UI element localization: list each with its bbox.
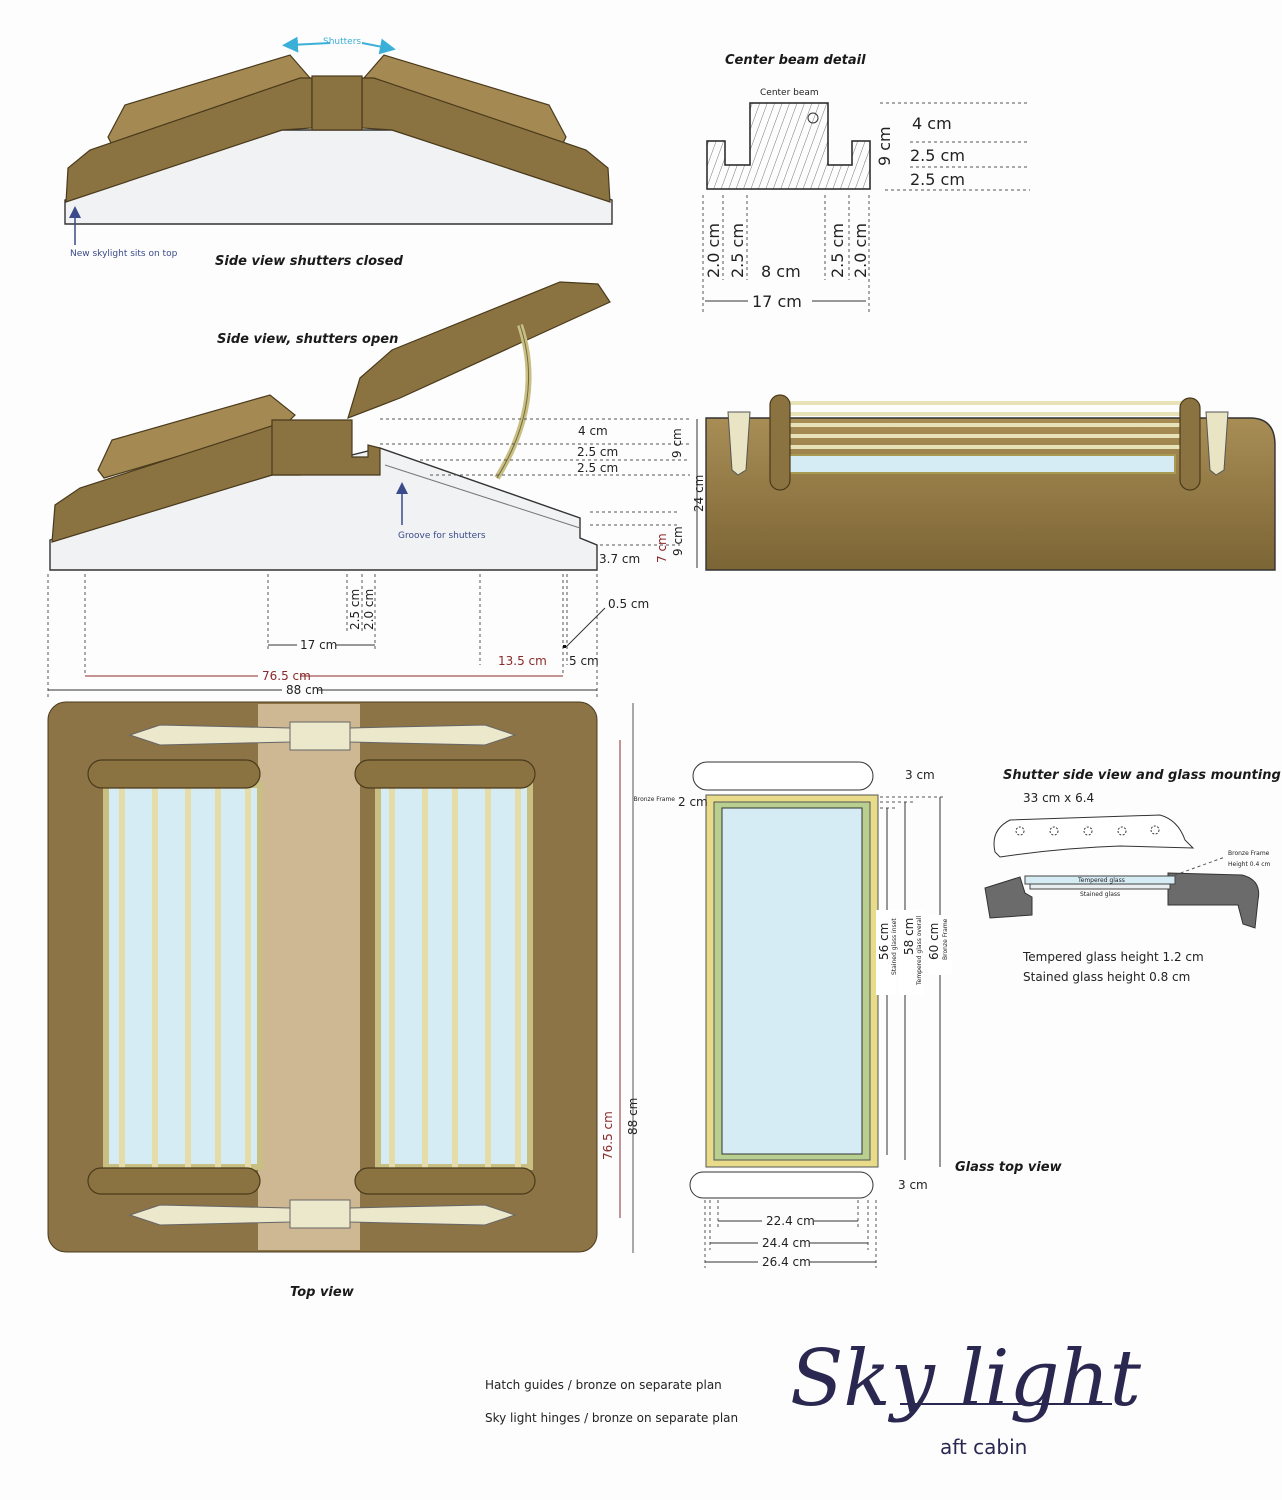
bronze-frame-width: 2 cm — [678, 795, 708, 809]
beam-width-8: 8 cm — [761, 262, 801, 281]
dim-13-5: 13.5 cm — [498, 654, 547, 668]
stained-glass — [1029, 883, 1171, 890]
center-beam-title: Center beam detail — [725, 53, 866, 68]
open-height-9b: 9 cm — [671, 526, 685, 556]
glass-dim-56: 56 cm — [877, 923, 891, 960]
dim-2-0: 2.0 cm — [362, 589, 376, 630]
beam-width-2-5b: 2.5 cm — [828, 223, 847, 278]
glass-dim-60-note: Bronze Frame — [942, 918, 949, 960]
left-lower-shutter — [65, 77, 313, 203]
side-open-title: Side view, shutters open — [217, 332, 398, 347]
open-height-7: 7 cm — [655, 533, 669, 563]
dim-17: 17 cm — [300, 638, 337, 652]
note-hinges: Sky light hinges / bronze on separate pl… — [485, 1411, 738, 1425]
top-hinges — [128, 721, 517, 1229]
open-center-beam — [271, 419, 381, 476]
top-dim-88: 88 cm — [626, 1098, 640, 1135]
open-height-4: 4 cm — [578, 424, 608, 438]
front-view — [705, 394, 1276, 571]
tempered-height: Tempered glass height 1.2 cm — [1022, 950, 1204, 964]
mount-block-left — [984, 876, 1033, 919]
glass-top-view: 3 cm Bronze Frame 2 cm 56 cm Stained gla… — [634, 761, 1063, 1269]
beam-height-2-5a: 2.5 cm — [910, 146, 965, 165]
bottom-dimensions: 2.5 cm 2.0 cm 17 cm 13.5 cm 5 cm 0.5 cm … — [47, 574, 649, 700]
beam-height-2-5b: 2.5 cm — [910, 170, 965, 189]
note-hatch-guides: Hatch guides / bronze on separate plan — [485, 1378, 722, 1392]
beam-width-2-0b: 2.0 cm — [851, 223, 870, 278]
left-window — [87, 759, 263, 1195]
center-beam-detail: Center beam detail Center beam 4 cm 2.5 … — [702, 53, 1030, 315]
groove-label: Groove for shutters — [398, 531, 486, 541]
front-post-left — [769, 394, 791, 491]
logo-subtitle: aft cabin — [940, 1435, 1027, 1459]
bronze-height-note: Height 0.4 cm — [1228, 861, 1270, 868]
glass-dim-56-note: Stained glass inset — [891, 918, 898, 975]
glass-width-26-4: 26.4 cm — [762, 1255, 811, 1269]
top-dim-76-5: 76.5 cm — [601, 1111, 615, 1160]
right-lower-shutter — [361, 77, 611, 203]
bolt-icon — [807, 112, 819, 124]
side-view-closed: Shutters New skylight sits on top Side v… — [64, 36, 613, 269]
beam-width-2-0a: 2.0 cm — [704, 223, 723, 278]
shutter-size: 33 cm x 6.4 — [1023, 791, 1094, 805]
hinge-plate-left — [727, 411, 751, 476]
open-height-2-5a: 2.5 cm — [577, 445, 618, 459]
dim-2-5: 2.5 cm — [348, 589, 362, 630]
rail-bottom-dim: 3 cm — [898, 1178, 928, 1192]
bronze-frame-note: Bronze Frame — [1228, 850, 1270, 857]
top-view: 76.5 cm 88 cm Top view — [47, 701, 640, 1300]
open-height-2-5b: 2.5 cm — [577, 461, 618, 475]
bronze-frame-label: Bronze Frame — [634, 796, 676, 803]
skylight-logo: Sky light aft cabin — [790, 1334, 1142, 1459]
open-height-24: 24 cm — [692, 475, 706, 512]
glass-dim-60: 60 cm — [927, 923, 941, 960]
side-view-open: Side view, shutters open 4 cm 2.5 cm 2.5… — [47, 281, 706, 700]
glass-width-24-4: 24.4 cm — [762, 1236, 811, 1250]
beam-total-height: 9 cm — [875, 126, 894, 166]
shutters-label: Shutters — [323, 37, 361, 47]
front-glass — [779, 454, 1176, 474]
dim-76-5: 76.5 cm — [262, 669, 311, 683]
center-beam — [311, 75, 363, 131]
glass-width-22-4: 22.4 cm — [766, 1214, 815, 1228]
glass-top-title: Glass top view — [955, 1160, 1063, 1175]
tempered-glass-label: Tempered glass — [1077, 877, 1125, 884]
open-left-upper-shutter — [97, 394, 296, 479]
glass-rail-bottom — [689, 1171, 874, 1199]
shutter-side-title: Shutter side view and glass mounting — [1003, 768, 1281, 783]
new-skylight-note: New skylight sits on top — [70, 249, 178, 259]
mount-block-right — [1167, 872, 1260, 929]
open-height-3-7: 3.7 cm — [599, 552, 640, 566]
beam-width-2-5a: 2.5 cm — [728, 223, 747, 278]
top-view-title: Top view — [290, 1285, 355, 1300]
center-beam-label: Center beam — [760, 88, 819, 98]
dim-88: 88 cm — [286, 683, 323, 697]
beam-height-4: 4 cm — [912, 114, 952, 133]
front-post-right — [1179, 397, 1201, 491]
glass-dim-58-note: Tempered glass overall — [916, 916, 923, 986]
rail-top-dim: 3 cm — [905, 768, 935, 782]
open-right-shutter — [347, 281, 611, 419]
shutter-side-view: Shutter side view and glass mounting 33 … — [984, 768, 1281, 984]
logo-title: Sky light — [790, 1334, 1142, 1424]
center-strip — [258, 704, 360, 1250]
hinge-plate-right — [1205, 411, 1229, 476]
dim-0-5: 0.5 cm — [608, 597, 649, 611]
beam-total-width: 17 cm — [752, 292, 802, 311]
shutter-profile — [993, 814, 1195, 858]
glass-dim-58: 58 cm — [902, 918, 916, 955]
right-window — [354, 759, 536, 1195]
stained-glass-label: Stained glass — [1080, 891, 1120, 898]
open-height-9: 9 cm — [670, 428, 684, 458]
center-beam-section — [706, 102, 871, 190]
side-closed-title: Side view shutters closed — [215, 254, 404, 269]
dim-5: 5 cm — [569, 654, 599, 668]
glass-rail-top — [692, 761, 874, 791]
glass-pane — [721, 807, 863, 1155]
stained-height: Stained glass height 0.8 cm — [1023, 970, 1190, 984]
